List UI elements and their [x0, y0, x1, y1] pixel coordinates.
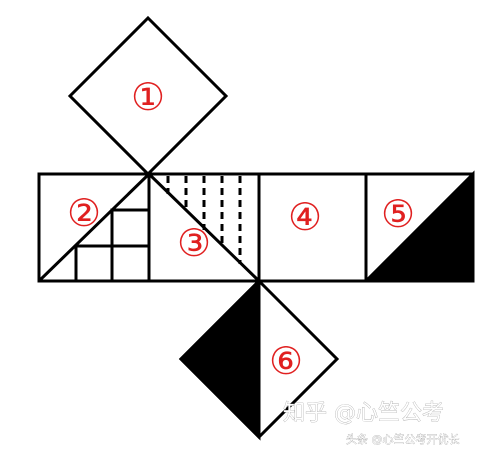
face-3-label: ③	[177, 221, 211, 265]
face-2-diagonal	[37, 172, 151, 283]
face-6: ⑥	[178, 277, 340, 441]
watermark-line-1: 知乎 @心竺公考	[283, 401, 444, 426]
face-1: ①	[67, 15, 229, 177]
face-2: ②	[37, 172, 151, 283]
watermark-line-2: 头条 @心竺公考开优长	[346, 432, 460, 446]
face-3-dashed-lines	[166, 176, 242, 264]
face-4-outline	[257, 172, 368, 283]
face-2-label: ②	[67, 191, 101, 235]
face-4: ④	[257, 172, 368, 283]
face-6-black-half	[178, 277, 261, 441]
face-6-label: ⑥	[269, 339, 303, 383]
face-5-black-triangle	[362, 170, 475, 283]
face-3: ③	[147, 172, 261, 283]
watermark: 知乎 @心竺公考 头条 @心竺公考开优长	[283, 401, 460, 447]
face-1-label: ①	[131, 75, 165, 119]
face-5-label: ⑤	[381, 192, 415, 236]
face-4-label: ④	[288, 195, 322, 239]
face-5: ⑤	[362, 170, 475, 283]
